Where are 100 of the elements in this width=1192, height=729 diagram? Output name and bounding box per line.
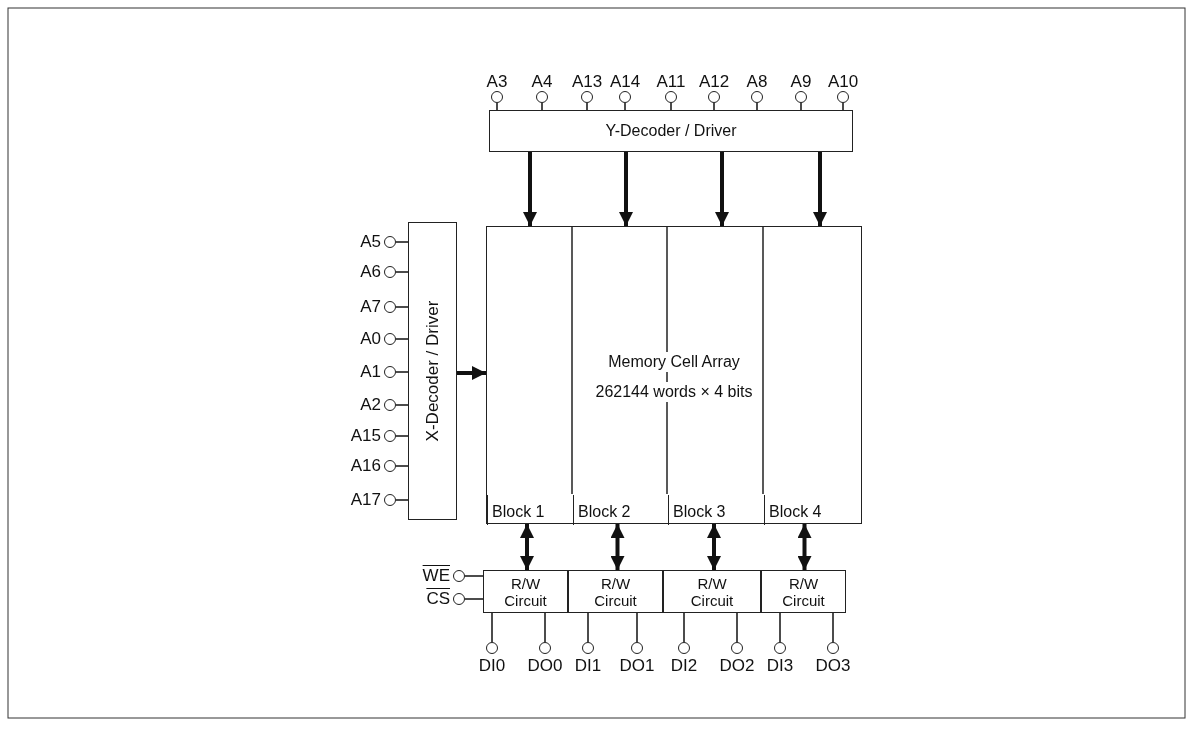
arrow <box>707 524 721 570</box>
pin-circle <box>384 301 396 313</box>
pin-label: WE <box>422 566 450 586</box>
box-label: R/W Circuit <box>593 574 638 609</box>
connector-line <box>670 102 672 111</box>
circuit-box <box>489 110 853 152</box>
connector-line <box>464 575 484 577</box>
connector-line <box>624 102 626 111</box>
connector-line <box>395 465 409 467</box>
connector-line <box>587 612 589 643</box>
pin-label: DO0 <box>527 656 563 676</box>
connector-line <box>713 102 715 111</box>
pin-circle <box>491 91 503 103</box>
pin-label: A13 <box>571 72 603 92</box>
pin-circle <box>536 91 548 103</box>
pin-label: A17 <box>350 490 381 510</box>
pin-circle <box>837 91 849 103</box>
arrow <box>523 152 537 226</box>
pin-circle <box>384 266 396 278</box>
box-label: Block 3 <box>673 503 726 521</box>
connector-line <box>832 612 834 643</box>
pin-circle <box>384 236 396 248</box>
connector-line <box>395 499 409 501</box>
pin-label: DO2 <box>719 656 755 676</box>
connector-line <box>395 435 409 437</box>
box-label: R/W Circuit <box>503 574 548 609</box>
pin-label: DO3 <box>815 656 851 676</box>
pin-label: A14 <box>609 72 641 92</box>
pin-label: A3 <box>486 72 508 92</box>
pin-circle <box>731 642 743 654</box>
arrow <box>813 152 827 226</box>
pin-circle <box>384 399 396 411</box>
pin-label: DO1 <box>619 656 655 676</box>
pin-label: A1 <box>360 362 381 382</box>
connector-line <box>736 612 738 643</box>
box-label: R/W Circuit <box>781 574 826 609</box>
connector-line <box>800 102 802 111</box>
pin-circle <box>486 642 498 654</box>
connector-line <box>491 612 493 643</box>
pin-circle <box>581 91 593 103</box>
connector-line <box>395 306 409 308</box>
arrow <box>619 152 633 226</box>
pin-label: DI3 <box>766 656 794 676</box>
pin-label: A12 <box>698 72 730 92</box>
arrow <box>457 366 486 380</box>
pin-circle <box>384 494 396 506</box>
pin-circle <box>827 642 839 654</box>
arrow <box>797 524 812 570</box>
connector-line <box>395 371 409 373</box>
pin-circle <box>631 642 643 654</box>
pin-circle <box>582 642 594 654</box>
pin-circle <box>384 430 396 442</box>
arrow <box>520 524 534 570</box>
connector-line <box>544 612 546 643</box>
circuit-box <box>483 570 568 613</box>
pin-label: A2 <box>360 395 381 415</box>
circuit-box <box>761 570 846 613</box>
connector-line <box>395 404 409 406</box>
box-label: R/W Circuit <box>689 574 735 609</box>
pin-label: A0 <box>360 329 381 349</box>
pin-label: A9 <box>790 72 812 92</box>
pin-label: A15 <box>350 426 381 446</box>
box-label: X-Decoder / Driver <box>422 300 443 442</box>
pin-circle <box>453 593 465 605</box>
pin-label: A5 <box>360 232 381 252</box>
pin-circle <box>453 570 465 582</box>
connector-line <box>395 271 409 273</box>
arrow <box>715 152 729 226</box>
pin-circle <box>384 366 396 378</box>
circuit-box <box>408 222 457 520</box>
pin-circle <box>795 91 807 103</box>
connector-line <box>842 102 844 111</box>
pin-circle <box>384 333 396 345</box>
pin-circle <box>774 642 786 654</box>
connector-line <box>683 612 685 643</box>
box-label: Block 1 <box>492 503 545 521</box>
pin-label: DI2 <box>670 656 698 676</box>
connector-line <box>395 241 409 243</box>
connector-line <box>395 338 409 340</box>
box-label: Block 4 <box>769 503 822 521</box>
connector-line <box>636 612 638 643</box>
box-label: Block 2 <box>578 503 631 521</box>
pin-circle <box>678 642 690 654</box>
pin-circle <box>708 91 720 103</box>
pin-label: A4 <box>531 72 553 92</box>
connector-line <box>756 102 758 111</box>
connector-line <box>779 612 781 643</box>
circuit-box <box>568 570 663 613</box>
memory-array-box <box>486 226 862 524</box>
box-label: Y-Decoder / Driver <box>605 122 737 140</box>
circuit-box <box>663 570 761 613</box>
pin-circle <box>619 91 631 103</box>
pin-label: CS <box>426 589 450 609</box>
connector-line <box>541 102 543 111</box>
pin-circle <box>751 91 763 103</box>
pin-circle <box>665 91 677 103</box>
pin-circle <box>384 460 396 472</box>
pin-label: A16 <box>350 456 381 476</box>
pin-label: A8 <box>746 72 768 92</box>
pin-label: A7 <box>360 297 381 317</box>
